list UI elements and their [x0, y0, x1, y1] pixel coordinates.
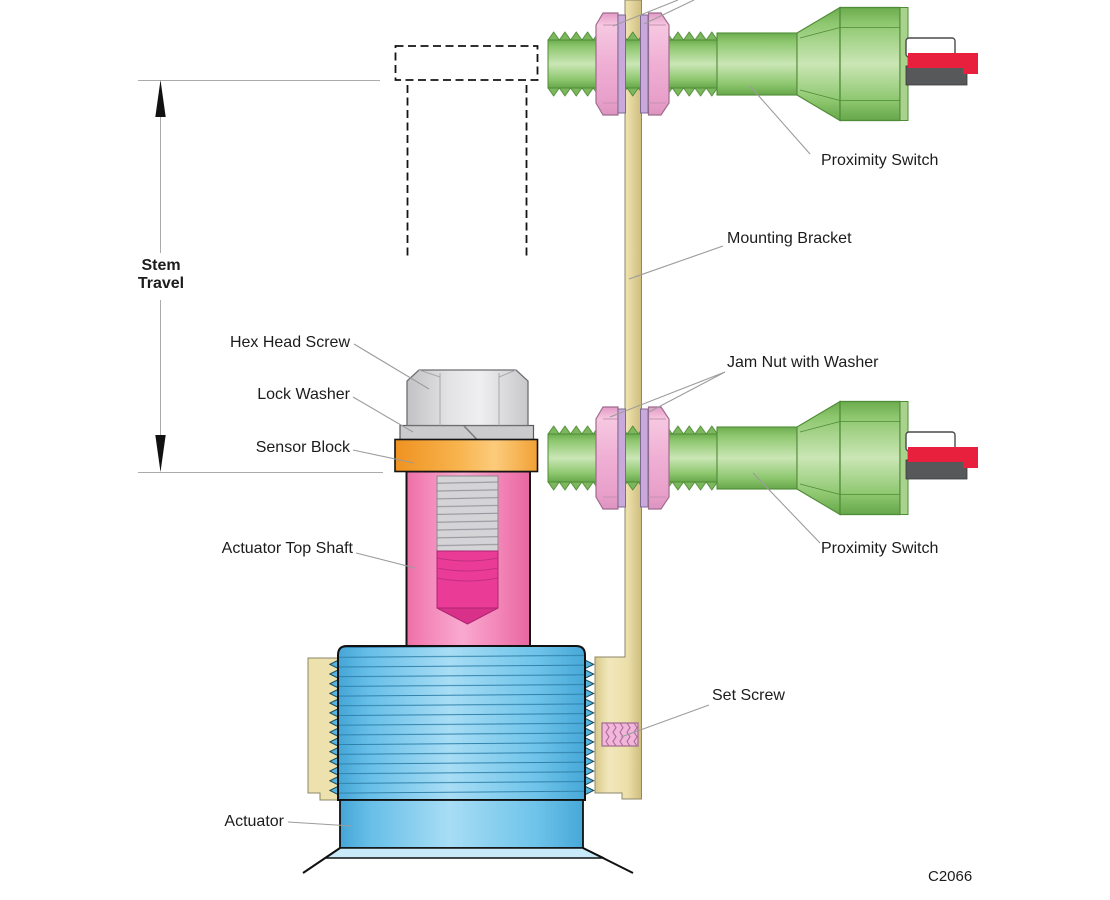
sensor-block [394, 438, 539, 473]
label-lock-washer: Lock Washer [257, 386, 350, 403]
label-sensor-block: Sensor Block [255, 439, 350, 456]
label-stem-travel-line1: Stem [141, 257, 181, 274]
label-proximity-switch-top: Proximity Switch [821, 152, 939, 169]
label-stem-travel-line2: Travel [137, 275, 185, 292]
internal-threads [436, 475, 499, 552]
lock-washer [399, 424, 535, 441]
label-actuator-top-shaft: Actuator Top Shaft [221, 540, 353, 557]
leader-lines [287, 0, 821, 827]
actuator-flange [322, 847, 605, 859]
arrow-up-icon [155, 80, 166, 117]
set-screw [601, 722, 639, 747]
actuator-top-shaft [405, 470, 531, 649]
label-proximity-switch-bottom: Proximity Switch [821, 540, 939, 557]
figure-code: C2066 [928, 868, 973, 885]
sensor-block-phantom [394, 45, 539, 260]
label-mounting-bracket: Mounting Bracket [727, 230, 852, 247]
hex-head-screw [406, 369, 529, 427]
actuator-flare-lines [302, 847, 634, 874]
shaft-bore [436, 550, 499, 625]
actuator [302, 645, 634, 874]
label-actuator: Actuator [224, 813, 284, 830]
label-jam-nut-with-washer: Jam Nut with Washer [727, 354, 879, 371]
label-stem-travel: Stem Travel [99, 257, 223, 293]
stem-travel-dimension [138, 80, 383, 473]
label-hex-head-screw: Hex Head Screw [229, 334, 350, 351]
arrow-down-icon [155, 435, 166, 472]
label-set-screw: Set Screw [712, 687, 785, 704]
